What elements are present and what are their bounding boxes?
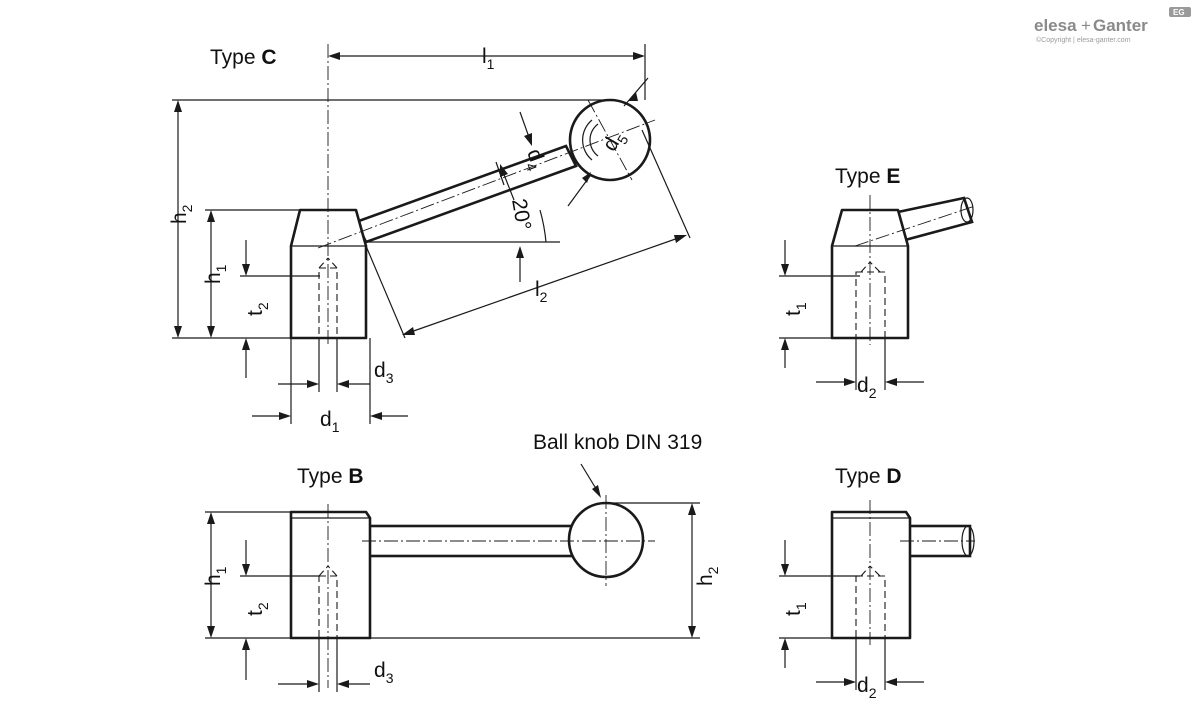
l1-arrow-left — [328, 52, 340, 60]
d-d2-arrow-left — [844, 678, 856, 686]
b-t2-arrow-bottom — [242, 638, 250, 650]
type-d-bore-tip-r — [869, 565, 881, 577]
d3-arrow-left — [307, 380, 319, 388]
l2-ext-left — [365, 245, 406, 339]
b-d3-arrow-left — [307, 680, 319, 688]
type-b-bore — [318, 575, 338, 639]
d4-arrow-top — [524, 133, 532, 146]
type-e-view: Type E t1 d2 — [779, 165, 976, 401]
type-d-label: Type D — [835, 465, 902, 488]
e-d2-arrow-right — [885, 378, 897, 386]
logo-brand-left: elesa — [1034, 16, 1077, 35]
type-e-bore-tip-l — [860, 261, 871, 273]
t2-label: t2 — [244, 302, 271, 316]
d-d2-arrow-right — [885, 678, 897, 686]
type-c-ball-shade — [582, 119, 593, 161]
type-c-bore-tip-l — [318, 257, 329, 269]
d-t1-label: t1 — [782, 602, 809, 616]
b-h2-arrow-top — [688, 503, 696, 515]
d-d2-label: d2 — [857, 674, 877, 701]
b-h1-arrow-bottom — [207, 626, 215, 638]
logo-brand-right: Ganter — [1093, 16, 1148, 35]
type-e-bore-tip-r — [869, 261, 881, 273]
h2-label: h2 — [168, 204, 195, 224]
d1-arrow-left — [279, 412, 291, 420]
type-b-label: Type B — [297, 465, 364, 488]
type-e-bore — [855, 271, 886, 339]
b-h2-arrow-bottom — [688, 626, 696, 638]
type-b-body — [289, 510, 372, 640]
l2-dim-line — [404, 235, 685, 335]
elesa-ganter-logo: elesa + Ganter EG ©Copyright | elesa-gan… — [1034, 7, 1191, 44]
e-d2-arrow-left — [844, 378, 856, 386]
logo-badge: EG — [1173, 8, 1185, 17]
b-t2-arrow-top — [242, 564, 250, 576]
d1-arrow-right — [370, 412, 382, 420]
h1-arrow-bottom — [207, 326, 215, 338]
d-t1-arrow-top — [781, 564, 789, 576]
d4-tick — [495, 161, 505, 186]
type-b-bore-tip-l — [318, 565, 329, 577]
l1-label: l1 — [482, 45, 495, 72]
l2-arrow-right — [674, 235, 687, 243]
logo-copyright: ©Copyright | elesa-ganter.com — [1036, 36, 1131, 44]
b-d3-label: d3 — [374, 659, 394, 686]
b-d3-arrow-right — [337, 680, 349, 688]
l2-label: l2 — [535, 278, 548, 305]
h2-arrow-top — [174, 100, 182, 112]
b-h2-label: h2 — [694, 566, 721, 586]
d5-arrow-bottom — [582, 172, 591, 183]
ball-knob-callout: Ball knob DIN 319 — [533, 431, 702, 454]
type-c-bore-tip-r — [327, 257, 338, 269]
d4-leader-bottom — [502, 171, 515, 201]
type-e-arm-cut — [960, 197, 974, 223]
type-d-view: Type D t1 d2 — [779, 465, 975, 701]
d4-arrow-bottom — [500, 164, 508, 177]
e-t1-arrow-bottom — [781, 338, 789, 350]
type-e-label: Type E — [835, 165, 900, 188]
l2-arrow-left — [402, 327, 415, 335]
d-t1-arrow-bottom — [781, 638, 789, 650]
t2-arrow-top — [242, 264, 250, 276]
type-e-arm-axis — [854, 205, 976, 247]
type-c-arm — [354, 144, 578, 244]
callout-arrow — [592, 485, 601, 498]
type-d-arm — [904, 524, 972, 558]
h2-arrow-bottom — [174, 326, 182, 338]
d5-arrow-top — [628, 92, 638, 101]
e-t1-label: t1 — [782, 302, 809, 316]
type-c-ball-axis — [587, 99, 633, 181]
e-t1-arrow-top — [781, 264, 789, 276]
h1-arrow-top — [207, 210, 215, 222]
angle-label: 20° — [507, 197, 535, 232]
type-c-ball-shade-2 — [589, 123, 599, 157]
logo-badge-box — [1169, 7, 1191, 17]
type-d-body — [830, 510, 912, 640]
b-h1-label: h1 — [202, 566, 229, 586]
type-c-view: Type C l1 h2 h1 — [168, 44, 691, 435]
e-d2-label: d2 — [857, 374, 877, 401]
t2-arrow-bottom — [242, 338, 250, 350]
type-d-bore-tip-l — [860, 565, 871, 577]
type-c-arm-axis — [317, 119, 656, 249]
b-t2-label: t2 — [244, 602, 271, 616]
type-d-bore — [855, 575, 886, 639]
l1-arrow-right — [633, 52, 645, 60]
type-c-body — [289, 208, 368, 340]
angle-arc — [539, 209, 547, 243]
d3-label: d3 — [374, 359, 394, 386]
d1-label: d1 — [320, 408, 340, 435]
angle-arrow — [516, 246, 524, 258]
type-b-bore-tip-r — [327, 565, 338, 577]
logo-brand-plus: + — [1081, 16, 1091, 35]
d3-arrow-right — [337, 380, 349, 388]
type-b-view: Type B Ball knob DIN 319 h1 t2 — [202, 431, 721, 692]
l2-ext-right — [641, 129, 691, 239]
type-c-label: Type C — [210, 46, 277, 69]
b-h1-arrow-top — [207, 512, 215, 524]
h1-label: h1 — [202, 264, 229, 284]
